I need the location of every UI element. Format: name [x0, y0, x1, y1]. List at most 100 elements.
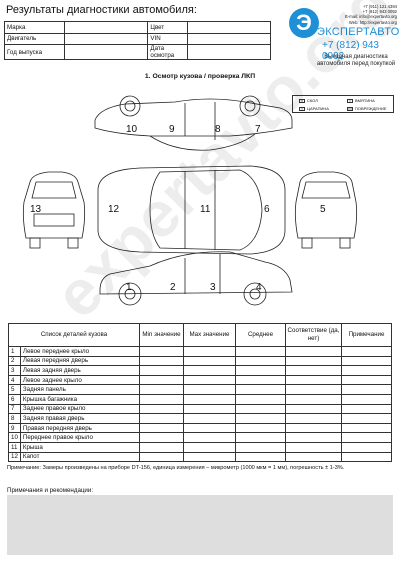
measurement-cell[interactable]	[235, 393, 286, 405]
part-name: Крыша	[19, 441, 141, 453]
measurement-cell[interactable]	[285, 384, 342, 395]
measurement-cell[interactable]	[183, 422, 236, 434]
measurement-cell[interactable]	[139, 393, 184, 405]
measurement-cell[interactable]	[139, 403, 184, 415]
measurement-cell[interactable]	[139, 365, 184, 376]
car-rear-view	[294, 171, 358, 249]
dent-icon: ○	[347, 97, 353, 103]
measurement-cell[interactable]	[285, 413, 342, 424]
measurement-cell[interactable]	[183, 451, 236, 463]
measurement-cell[interactable]	[235, 413, 286, 424]
column-header: Min значение	[139, 323, 184, 347]
part-number-3: 3	[210, 282, 216, 293]
measurement-cell[interactable]	[183, 413, 236, 424]
measurement-cell[interactable]	[341, 365, 392, 376]
measurement-cell[interactable]	[341, 451, 392, 463]
part-name: Правая передняя дверь	[19, 422, 141, 434]
measurement-cell[interactable]	[285, 393, 342, 405]
car-body-diagram: 10 9 8 7 13 12 11 6 5 1 2 3 4	[22, 95, 358, 306]
measurement-cell[interactable]	[235, 374, 286, 386]
scratch-icon: △	[299, 105, 305, 111]
info-value-field[interactable]	[64, 32, 149, 45]
car-right-side-view	[94, 95, 293, 151]
measurement-cell[interactable]	[285, 403, 342, 415]
logo-contacts: +7 (911) 121 4394 +7 (812) 943 0092 E-ma…	[345, 4, 397, 25]
measurement-cell[interactable]	[183, 374, 236, 386]
measurement-cell[interactable]	[139, 384, 184, 395]
measurement-cell[interactable]	[235, 441, 286, 453]
measurement-cell[interactable]	[341, 355, 392, 367]
car-front-view	[22, 171, 86, 249]
measurement-cell[interactable]	[235, 422, 286, 434]
measurement-cell[interactable]	[285, 365, 342, 376]
measurement-cell[interactable]	[183, 441, 236, 453]
measurement-cell[interactable]	[139, 374, 184, 386]
measurement-cell[interactable]	[285, 451, 342, 463]
part-name: Левое заднее крыло	[19, 374, 141, 386]
measurement-cell[interactable]	[341, 422, 392, 434]
contact-line: Web: http://expertavto.org	[348, 19, 397, 25]
measurement-cell[interactable]	[139, 355, 184, 367]
info-value-field[interactable]	[186, 21, 272, 34]
part-number-7: 7	[255, 124, 261, 135]
measurement-cell[interactable]	[341, 441, 392, 453]
measurement-cell[interactable]	[183, 355, 236, 367]
info-value-field[interactable]	[64, 44, 149, 60]
measurement-cell[interactable]	[235, 346, 286, 357]
recommendations-field[interactable]	[7, 495, 393, 555]
info-row: Двигатель VIN	[3, 32, 272, 45]
measurement-cell[interactable]	[183, 403, 236, 415]
measurement-cell[interactable]	[139, 441, 184, 453]
measurement-cell[interactable]	[183, 365, 236, 376]
measurement-cell[interactable]	[183, 384, 236, 395]
measurement-cell[interactable]	[235, 365, 286, 376]
info-value-field[interactable]	[64, 21, 149, 34]
part-name: Заднее правое крыло	[19, 403, 141, 415]
legend-item: ▭ ПОВРЕЖДЕНИЕ	[347, 106, 387, 111]
part-name: Крышка багажника	[19, 393, 141, 405]
section-title: 1. Осмотр кузова / проверка ЛКП	[144, 73, 256, 80]
measurement-cell[interactable]	[235, 403, 286, 415]
measurement-cell[interactable]	[341, 432, 392, 443]
measurement-cell[interactable]	[341, 393, 392, 405]
measurement-cell[interactable]	[235, 355, 286, 367]
measurement-cell[interactable]	[341, 403, 392, 415]
measurement-cell[interactable]	[285, 374, 342, 386]
measurement-cell[interactable]	[139, 422, 184, 434]
measurement-cell[interactable]	[139, 451, 184, 463]
measurement-cell[interactable]	[183, 432, 236, 443]
measurement-cell[interactable]	[235, 432, 286, 443]
measurement-cell[interactable]	[285, 441, 342, 453]
measurement-cell[interactable]	[183, 346, 236, 357]
measurement-cell[interactable]	[183, 393, 236, 405]
measurement-cell[interactable]	[285, 432, 342, 443]
info-value-field[interactable]	[186, 32, 272, 45]
logo-mark: Э	[289, 8, 319, 38]
measurement-cell[interactable]	[341, 384, 392, 395]
measurement-cell[interactable]	[285, 355, 342, 367]
info-row: Год выпуска Дата осмотра	[3, 44, 272, 60]
part-number-12: 12	[108, 204, 120, 215]
measurement-cell[interactable]	[285, 346, 342, 357]
measurement-cell[interactable]	[139, 413, 184, 424]
chip-icon: ×	[299, 97, 305, 103]
measurement-cell[interactable]	[235, 451, 286, 463]
info-row: Марка Цвет	[3, 21, 272, 34]
measurement-cell[interactable]	[341, 346, 392, 357]
measurement-cell[interactable]	[285, 422, 342, 434]
measurement-cell[interactable]	[341, 374, 392, 386]
row-number: 9	[8, 422, 21, 434]
company-logo: Э +7 (911) 121 4394 +7 (812) 943 0092 E-…	[289, 4, 399, 72]
measurement-cell[interactable]	[341, 413, 392, 424]
measurement-cell[interactable]	[139, 432, 184, 443]
info-value-field[interactable]	[186, 44, 272, 60]
measurement-cell[interactable]	[235, 384, 286, 395]
measurement-cell[interactable]	[139, 346, 184, 357]
info-label: Двигатель	[3, 32, 66, 45]
